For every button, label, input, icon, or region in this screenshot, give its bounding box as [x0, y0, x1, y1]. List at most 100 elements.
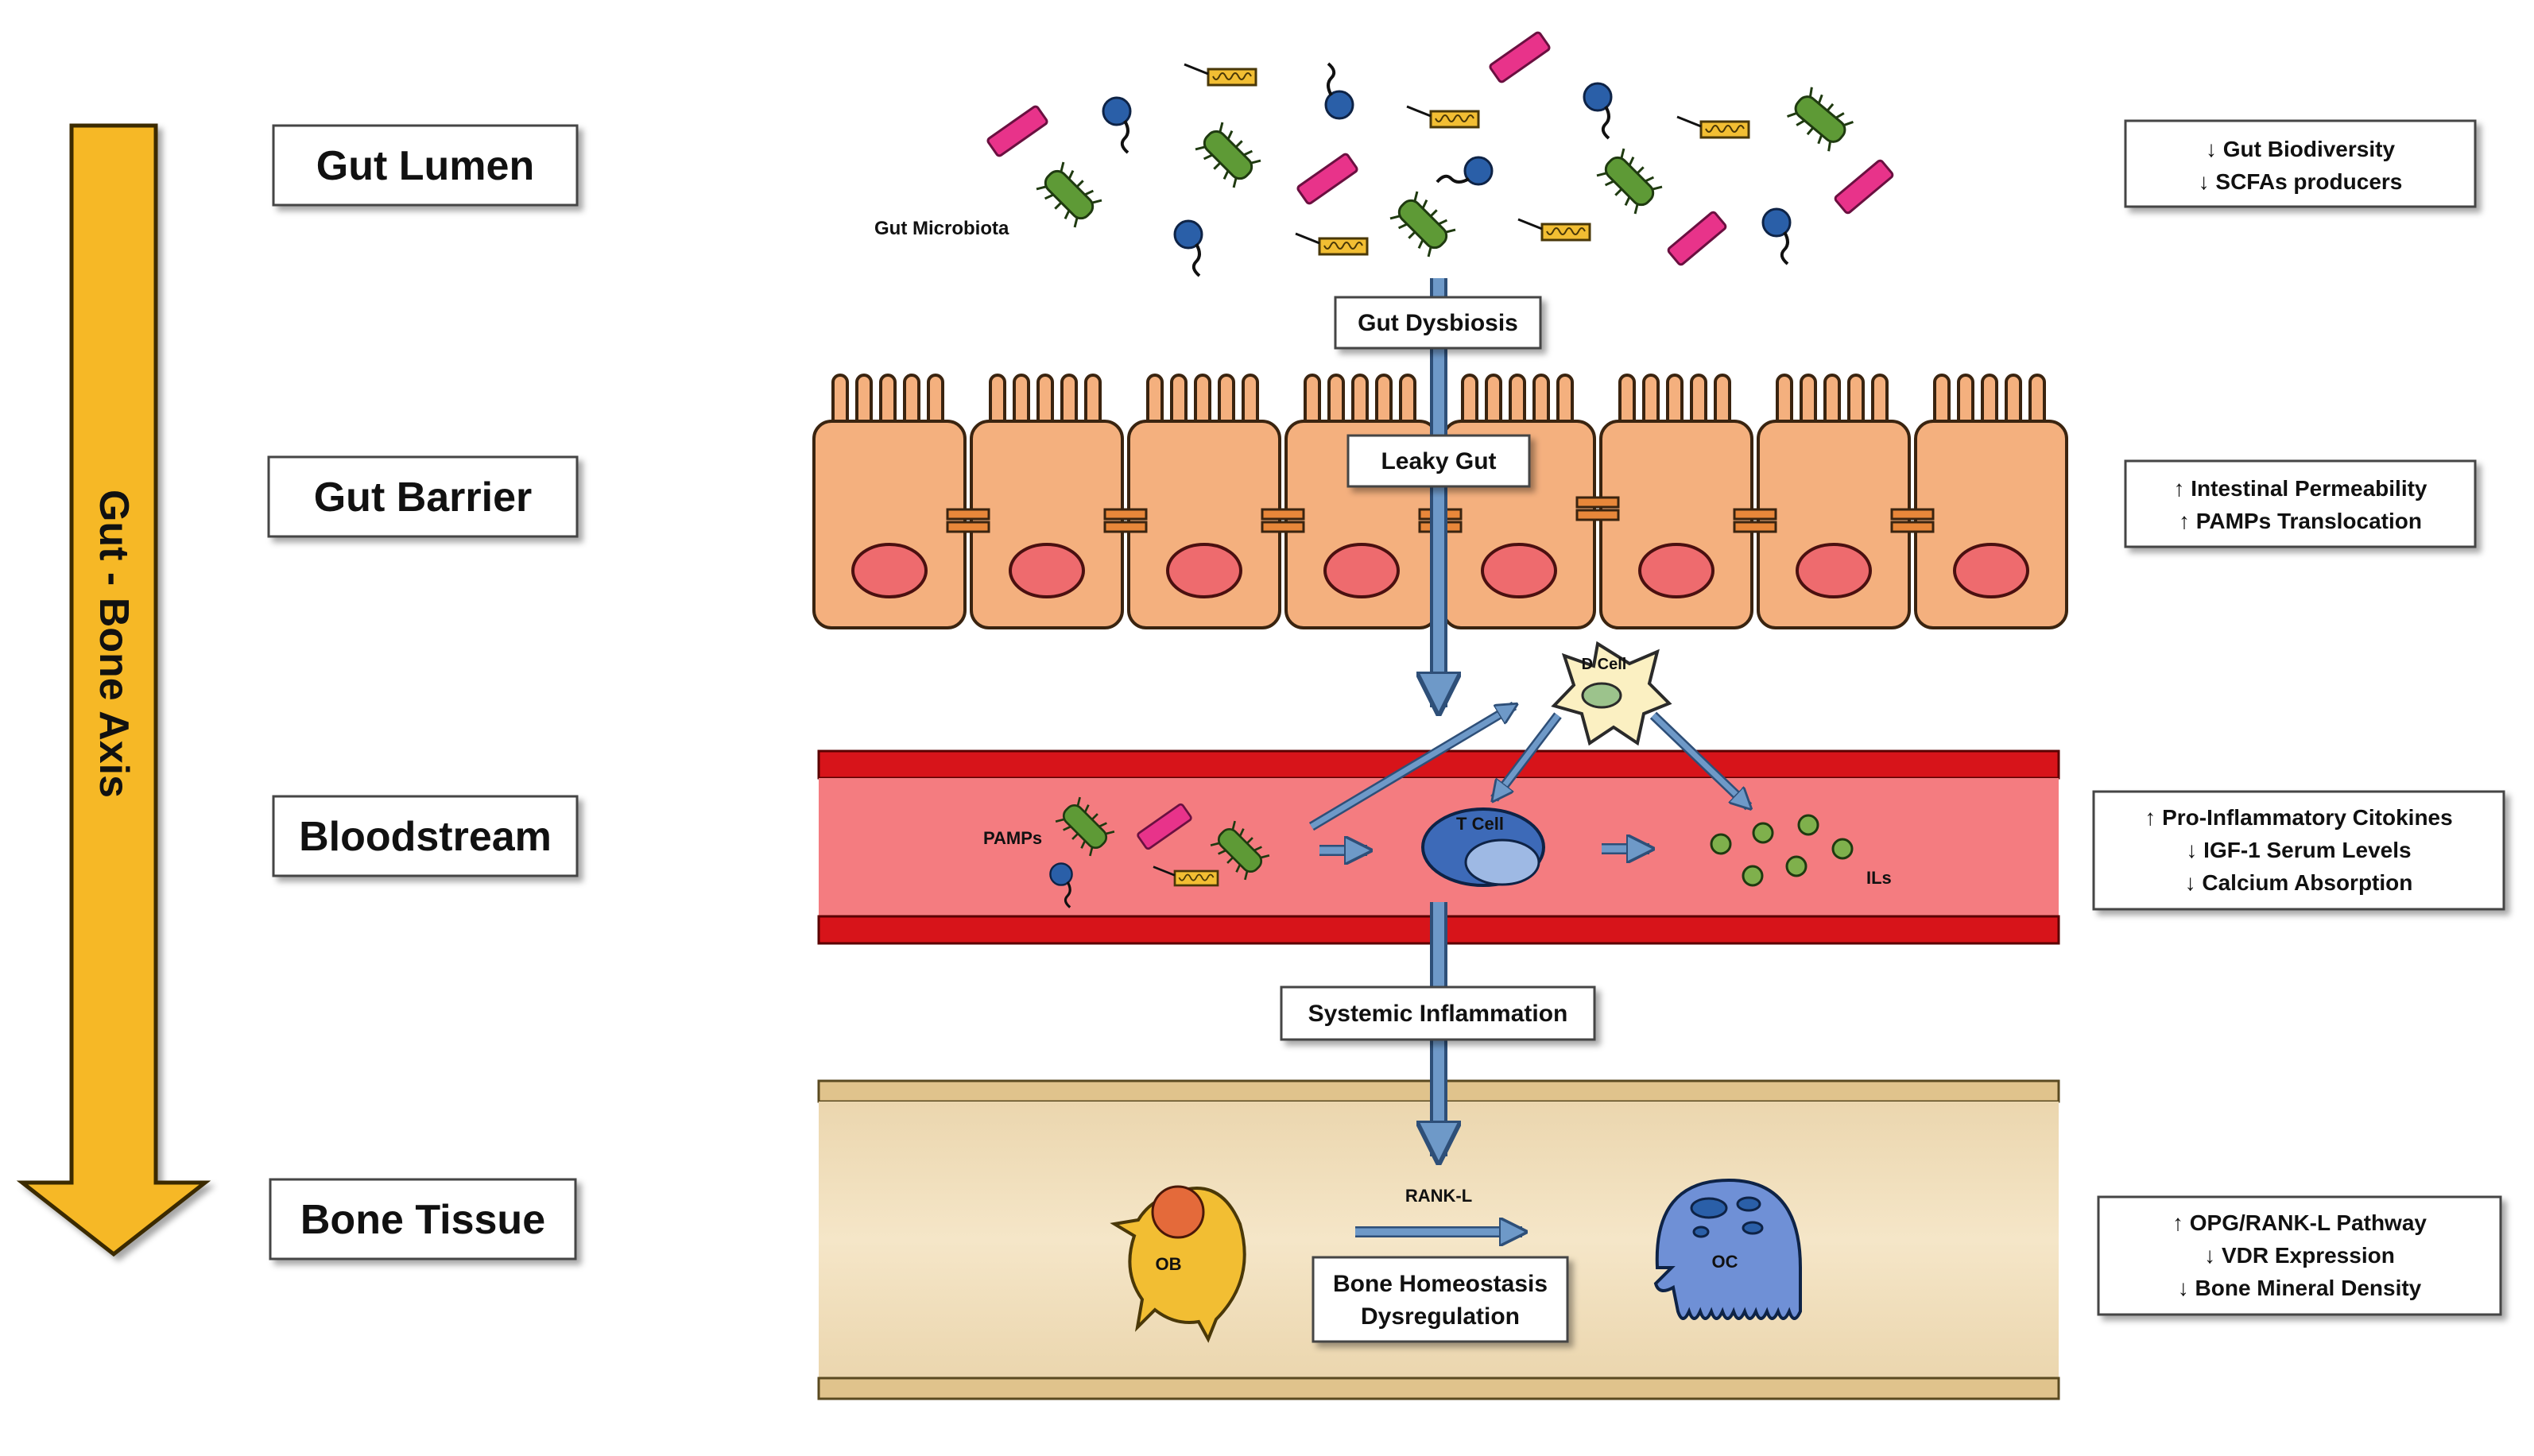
pink-microbe-icon [985, 104, 1050, 158]
ob-label: OB [1156, 1254, 1182, 1274]
pamps-cluster: PAMPs [983, 795, 1272, 909]
epithelial-cell [1442, 374, 1596, 629]
tcell-label: T Cell [1456, 814, 1504, 834]
effect-line: ↓ Calcium Absorption [2185, 870, 2413, 895]
blue-microbe-icon [1761, 207, 1792, 265]
pink-microbe-icon [1666, 210, 1728, 267]
effect-line: ↑ Intestinal Permeability [2174, 476, 2427, 501]
yellow-microbe-icon [1517, 218, 1591, 242]
tight-junction [1575, 509, 1620, 521]
pink-microbe-icon [1295, 152, 1360, 206]
epithelial-cell [1599, 374, 1753, 629]
effects-bone-tissue: ↑ OPG/RANK-L Pathway ↓ VDR Expression ↓ … [2097, 1195, 2502, 1316]
layer-label-text: Bloodstream [299, 814, 552, 860]
effects-gut-lumen: ↓ Gut Biodiversity ↓ SCFAs producers [2124, 119, 2477, 208]
bone-dysregulation-line1: Bone Homeostasis [1333, 1271, 1548, 1297]
effect-line: ↓ SCFAs producers [2199, 169, 2403, 194]
bone-dysregulation-box: Bone Homeostasis Dysregulation [1312, 1256, 1569, 1343]
effect-line: ↑ Pro-Inflammatory Citokines [2145, 805, 2452, 830]
tight-junction [1890, 521, 1935, 533]
layer-label-bone-tissue: Bone Tissue [269, 1178, 577, 1260]
rankl-arrow: RANK-L [1355, 1186, 1522, 1232]
green-microbe-icon [1193, 120, 1263, 190]
interleukins: ILs [1710, 814, 1892, 888]
effects-bloodstream: ↑ Pro-Inflammatory Citokines ↓ IGF-1 Ser… [2092, 790, 2505, 911]
tight-junction [1890, 508, 1935, 521]
effect-line: ↓ IGF-1 Serum Levels [2186, 838, 2411, 862]
effect-line: ↓ Bone Mineral Density [2178, 1276, 2422, 1300]
blue-microbe-icon [1173, 219, 1203, 277]
bone-dysregulation-line2: Dysregulation [1361, 1303, 1520, 1330]
rankl-label: RANK-L [1405, 1186, 1472, 1206]
layer-label-text: Gut Lumen [316, 143, 534, 189]
yellow-microbe-icon [1405, 105, 1480, 129]
epithelial-cell [1757, 374, 1911, 629]
nucleus [1638, 543, 1715, 598]
leaky-gut-box: Leaky Gut [1346, 434, 1531, 488]
pink-microbe-icon [1487, 30, 1552, 84]
tight-junction [1733, 508, 1777, 521]
gut-microbiota: Gut Microbiota [874, 30, 1895, 277]
gut-dysbiosis-box: Gut Dysbiosis [1334, 296, 1542, 350]
immune-arrows [1308, 701, 1749, 850]
systemic-inflammation-text: Systemic Inflammation [1308, 1001, 1568, 1027]
tight-junction [1261, 521, 1305, 533]
blue-microbe-icon [1583, 82, 1613, 140]
dendritic-cell: D Cell [1551, 641, 1672, 746]
green-microbe-icon [1034, 160, 1104, 230]
layer-label-gut-barrier: Gut Barrier [267, 455, 579, 538]
nucleus [1323, 543, 1400, 598]
epithelial-cell [1127, 374, 1281, 629]
nucleus [1009, 543, 1085, 598]
nucleus [1481, 543, 1557, 598]
yellow-microbe-icon [1183, 63, 1257, 87]
gut-bone-axis-arrow: Gut - Bone Axis [16, 123, 211, 1257]
tight-junction [946, 508, 990, 521]
nucleus [851, 543, 928, 598]
osteoblast: OB [1110, 1185, 1246, 1343]
effect-line: ↓ Gut Biodiversity [2206, 137, 2395, 161]
tight-junction [1103, 508, 1148, 521]
green-microbe-icon [1594, 146, 1664, 216]
gut-dysbiosis-text: Gut Dysbiosis [1358, 310, 1518, 336]
oc-label: OC [1712, 1252, 1738, 1272]
yellow-microbe-icon [1676, 115, 1750, 139]
gut-microbiota-label: Gut Microbiota [874, 218, 1009, 239]
tight-junction [1575, 496, 1620, 509]
nucleus [1166, 543, 1242, 598]
tight-junction [1261, 508, 1305, 521]
green-microbe-icon [1388, 189, 1458, 259]
dcell-label: D Cell [1582, 656, 1627, 673]
tight-junction [1103, 521, 1148, 533]
pink-microbe-icon [1833, 158, 1895, 215]
effect-line: ↑ OPG/RANK-L Pathway [2172, 1210, 2427, 1235]
pamps-label: PAMPs [983, 828, 1042, 848]
systemic-inflammation-box: Systemic Inflammation [1280, 986, 1596, 1041]
tight-junction [946, 521, 990, 533]
gut-epithelium [812, 374, 2068, 629]
effect-line: ↓ VDR Expression [2204, 1243, 2395, 1268]
ils-label: ILs [1866, 868, 1892, 888]
yellow-microbe-icon [1294, 232, 1369, 256]
blue-microbe-icon [1324, 62, 1354, 120]
effect-line: ↑ PAMPs Translocation [2179, 509, 2422, 533]
layer-label-text: Bone Tissue [300, 1197, 545, 1243]
osteoclast: OC [1653, 1178, 1802, 1320]
nucleus [1953, 543, 2029, 598]
t-cell: T Cell [1421, 807, 1545, 887]
blue-microbe-icon [1436, 156, 1494, 186]
epithelial-cell [812, 374, 967, 629]
green-microbe-icon [1784, 84, 1856, 154]
axis-label: Gut - Bone Axis [91, 490, 137, 798]
layer-label-gut-lumen: Gut Lumen [272, 124, 579, 207]
epithelial-cell [970, 374, 1124, 629]
layer-label-bloodstream: Bloodstream [272, 795, 579, 877]
tight-junction [1733, 521, 1777, 533]
blue-microbe-icon [1102, 96, 1132, 154]
effects-gut-barrier: ↑ Intestinal Permeability ↑ PAMPs Transl… [2124, 459, 2477, 548]
leaky-gut-text: Leaky Gut [1381, 448, 1496, 474]
epithelial-cell [1914, 374, 2068, 629]
layer-label-text: Gut Barrier [314, 474, 533, 521]
nucleus [1796, 543, 1872, 598]
